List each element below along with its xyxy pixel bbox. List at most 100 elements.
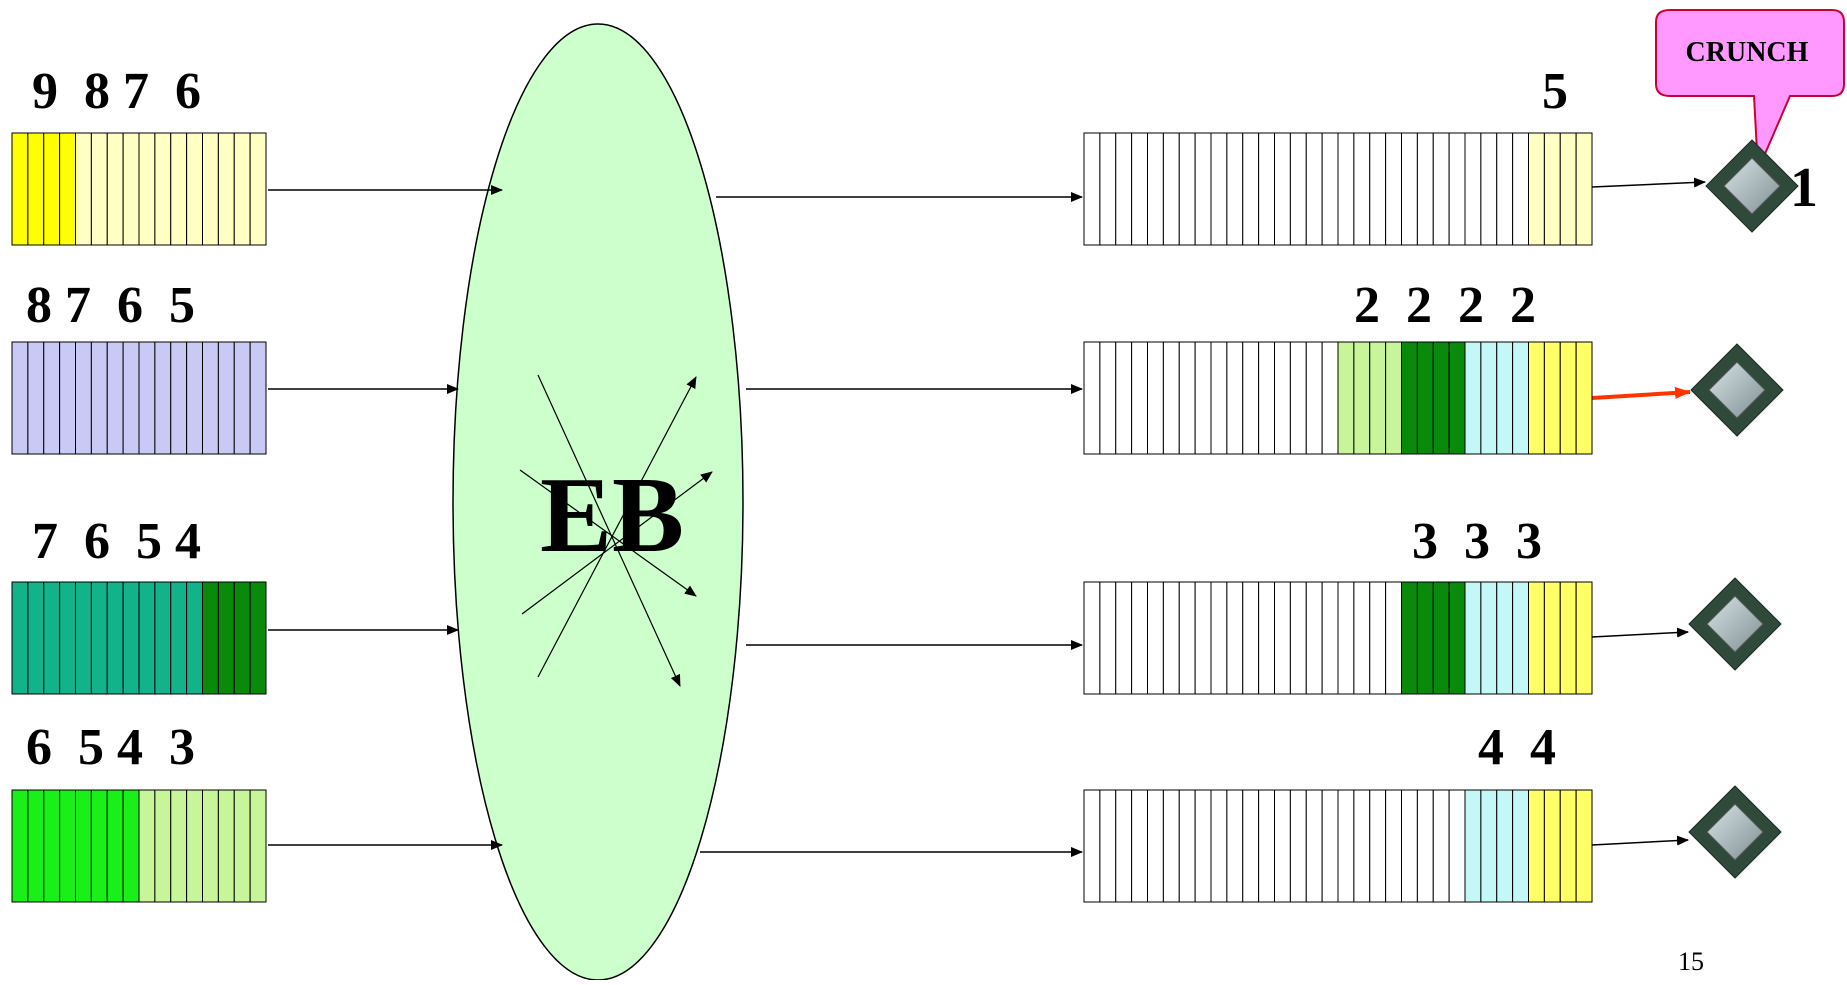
callout-text: CRUNCH	[1685, 37, 1809, 68]
queue-cell	[170, 789, 188, 903]
queue-cell	[1305, 132, 1323, 246]
queue-cell	[1401, 341, 1418, 455]
queue-cell	[1099, 581, 1117, 695]
queue-cell	[1083, 341, 1101, 455]
queue-cell	[233, 581, 251, 695]
queue-cell	[1559, 132, 1577, 246]
queue-cell	[1432, 581, 1450, 695]
queue-cell	[1226, 581, 1244, 695]
page-number: 15	[1678, 947, 1704, 976]
crunch-callout	[1655, 9, 1845, 171]
queue-cell	[1321, 789, 1339, 903]
queue-cell	[106, 789, 124, 903]
queue-cell	[249, 581, 267, 695]
queue-cell	[154, 132, 172, 246]
queue-cell	[1337, 132, 1355, 246]
queue-cell	[1559, 789, 1577, 903]
queue-cell	[59, 789, 77, 903]
queue-cell	[1131, 341, 1149, 455]
queue-cell	[1274, 341, 1291, 455]
queue-cell	[1083, 789, 1101, 903]
queue-cell	[90, 789, 108, 903]
cross-line-1	[537, 374, 681, 687]
queue-cell	[1178, 341, 1196, 455]
queue-cell	[1480, 341, 1498, 455]
queue-cell	[233, 789, 251, 903]
queue-cell	[1496, 581, 1514, 695]
queue-cell	[1194, 132, 1212, 246]
queue-cell	[1115, 789, 1133, 903]
queue-cell	[186, 789, 204, 903]
queue-cell	[1147, 581, 1164, 695]
chip-die	[1706, 595, 1764, 653]
processor-index-label: 1	[1790, 157, 1818, 219]
queue-cell	[1512, 341, 1530, 455]
callout-bubble	[1655, 9, 1845, 171]
queue-cell	[1575, 341, 1593, 455]
queue-cell	[1147, 341, 1164, 455]
queue-cell	[1274, 789, 1291, 903]
queue-cell	[27, 581, 45, 695]
queue-cell	[1353, 581, 1371, 695]
queue-cell	[1401, 132, 1418, 246]
queue-cell	[1369, 581, 1387, 695]
queue-cell	[1416, 789, 1434, 903]
chip-die	[1723, 157, 1781, 215]
queue-cell	[1210, 581, 1228, 695]
queue-cell	[186, 341, 204, 455]
queue-cell	[106, 132, 124, 246]
queue-cell	[1258, 581, 1276, 695]
queue-cell	[1464, 581, 1482, 695]
queue-cell	[1543, 132, 1561, 246]
queue-cell	[217, 789, 235, 903]
queue-cell	[1083, 132, 1101, 246]
queue-cell	[1305, 581, 1323, 695]
queue-cell	[1305, 341, 1323, 455]
queue-cell	[1258, 132, 1276, 246]
queue-cell	[138, 341, 156, 455]
queue-cell	[1099, 341, 1117, 455]
queue-cell	[1353, 789, 1371, 903]
queue-cell	[202, 341, 219, 455]
queue-cell	[11, 789, 29, 903]
queue-cell	[122, 341, 140, 455]
output-queue-label-3: 3 3 3	[1412, 513, 1542, 570]
queue-cell	[75, 789, 92, 903]
queue-cell	[1401, 789, 1418, 903]
chip-die	[1706, 803, 1764, 861]
queue-cell	[1543, 341, 1561, 455]
processor-arrow-2	[1591, 386, 1691, 400]
queue-cell	[154, 581, 172, 695]
queue-cell	[1432, 789, 1450, 903]
queue-cell	[1274, 132, 1291, 246]
input-queue-1	[11, 132, 267, 246]
queue-cell	[1162, 132, 1180, 246]
processor-arrow-4	[1591, 835, 1689, 846]
input-queue-label-2: 8 7 6 5	[26, 277, 195, 334]
queue-cell	[1559, 581, 1577, 695]
queue-cell	[1258, 789, 1276, 903]
queue-cell	[1543, 581, 1561, 695]
queue-cell	[1178, 789, 1196, 903]
queue-cell	[1337, 341, 1355, 455]
queue-cell	[1337, 789, 1355, 903]
queue-cell	[106, 341, 124, 455]
queue-cell	[1289, 132, 1307, 246]
eb-crossing-lines	[519, 374, 713, 687]
queue-cell	[1353, 341, 1371, 455]
processor-chip-icon	[1688, 577, 1782, 671]
queue-cell	[1194, 581, 1212, 695]
output-queues	[1083, 132, 1593, 903]
queue-cell	[1131, 789, 1149, 903]
queue-cell	[1274, 581, 1291, 695]
queue-cell	[138, 581, 156, 695]
queue-cell	[1178, 581, 1196, 695]
queue-cell	[202, 132, 219, 246]
queue-cell	[59, 132, 77, 246]
queue-cell	[106, 581, 124, 695]
queue-cell	[170, 581, 188, 695]
queue-cell	[1528, 581, 1545, 695]
queue-cell	[1416, 132, 1434, 246]
output-queue-4	[1083, 789, 1593, 903]
